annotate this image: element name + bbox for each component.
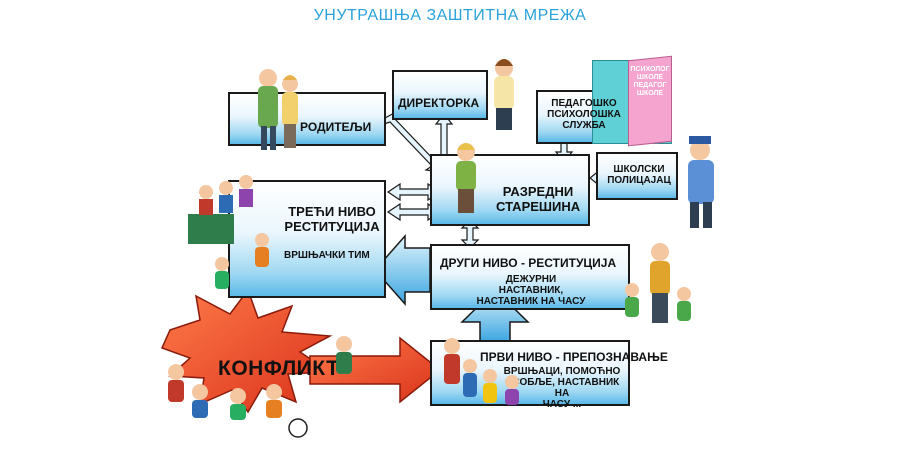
node-treci-nivo — [228, 180, 386, 298]
node-policajac — [596, 152, 678, 200]
label-prvi-nivo-sub: ВРШЊАЦИ, ПОМОЋНО ОСОБЉЕ, НАСТАВНИК НА ЧА… — [503, 366, 621, 410]
label-konflikt: КОНФЛИКТ — [218, 357, 340, 380]
label-prvi-nivo-title: ПРВИ НИВО - ПРЕПОЗНАВАЊЕ — [480, 350, 668, 364]
arrow-konflikt-to-prvi — [309, 336, 442, 404]
label-razredni-staresina: РАЗРЕДНИ СТАРЕШИНА — [496, 184, 581, 214]
node-roditelji — [228, 92, 386, 146]
label-roditelji: РОДИТЕЉИ — [300, 120, 372, 134]
door-sign: ПСИХОЛОГ ШКОЛЕ ПЕДАГОГ ШКОЛЕ — [630, 66, 670, 97]
label-direktorka: ДИРЕКТОРКА — [398, 96, 480, 110]
conflict-burst-shape — [160, 288, 333, 414]
label-pp-sluzba: ПЕДАГОШКО ПСИХОЛОШКА СЛУЖБА — [547, 98, 621, 131]
label-drugi-nivo-sub: ДЕЖУРНИ НАСТАВНИК, НАСТАВНИК НА ЧАСУ — [476, 274, 586, 307]
label-treci-nivo-sub: ВРШЊАЧКИ ТИМ — [284, 250, 370, 261]
diagram-title: УНУТРАШЊА ЗАШТИТНА МРЕЖА — [313, 7, 587, 24]
label-policajac: ШКОЛСКИ ПОЛИЦАЈАЦ — [607, 164, 671, 186]
node-direktorka — [392, 70, 488, 120]
label-treci-nivo-title: ТРЕЋИ НИВО РЕСТИТУЦИЈА — [284, 204, 380, 234]
node-drugi-nivo — [430, 244, 630, 310]
label-drugi-nivo-title: ДРУГИ НИВО - РЕСТИТУЦИЈА — [440, 256, 617, 270]
